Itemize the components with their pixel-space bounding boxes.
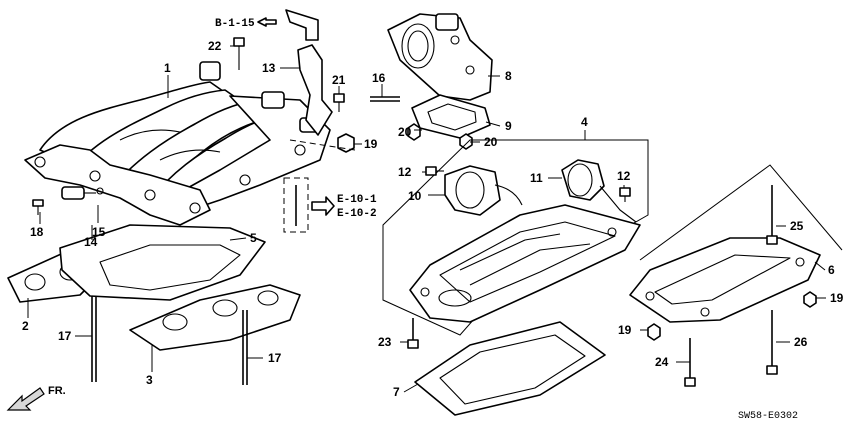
callout-2: 2 [22, 319, 29, 333]
bolt-12-right[interactable] [619, 187, 631, 202]
callout-6: 6 [828, 263, 835, 277]
stud-16[interactable] [370, 96, 400, 102]
sensor-assembly[interactable] [61, 186, 104, 200]
callouts: 1 22 13 21 19 16 8 9 20 20 15 14 18 5 2 … [22, 39, 844, 399]
gasket-3[interactable] [129, 284, 301, 351]
callout-25: 25 [790, 219, 804, 233]
callout-16: 16 [372, 71, 386, 85]
chamber-body[interactable] [409, 204, 641, 323]
callout-19c: 19 [618, 323, 632, 337]
callout-3: 3 [146, 373, 153, 387]
intake-manifold[interactable] [24, 61, 331, 226]
callout-12b: 12 [617, 169, 631, 183]
nut-19-right[interactable] [803, 291, 817, 308]
callout-10: 10 [408, 189, 422, 203]
bolt-23[interactable] [407, 318, 419, 349]
gasket-9[interactable] [411, 94, 491, 139]
actuator-10[interactable] [444, 165, 523, 216]
front-label: FR. [48, 385, 66, 397]
front-direction-arrow: FR. [6, 385, 66, 411]
callout-24: 24 [655, 355, 669, 369]
throttle-body[interactable] [387, 13, 493, 101]
callout-19a: 19 [364, 137, 378, 151]
bolt-21[interactable] [333, 93, 345, 112]
lower-plate[interactable] [629, 237, 821, 323]
plate-frame [639, 164, 843, 261]
callout-1: 1 [164, 61, 171, 75]
stud-17-right[interactable] [242, 310, 248, 385]
gasket-7[interactable] [414, 321, 606, 416]
callout-19b: 19 [830, 291, 844, 305]
stud-17-left[interactable] [91, 296, 97, 382]
callout-17a: 17 [58, 329, 72, 343]
callout-9: 9 [505, 119, 512, 133]
bolt-12-left[interactable] [425, 166, 444, 176]
callout-11: 11 [530, 171, 543, 185]
callout-4: 4 [581, 115, 588, 129]
nut-20-right[interactable] [459, 133, 473, 150]
nut-19-left[interactable] [647, 323, 661, 341]
bracket-13[interactable] [285, 9, 333, 136]
callout-12a: 12 [398, 165, 412, 179]
ref-side-1-label: E-10-1 [337, 194, 377, 206]
leader-lines [27, 45, 826, 393]
chamber-frame [382, 135, 649, 336]
bolt-25[interactable] [766, 185, 778, 245]
callout-8: 8 [505, 69, 512, 83]
bolt-26[interactable] [766, 310, 778, 375]
ref-arrow-top[interactable]: B-1-15 [215, 17, 277, 30]
callout-18: 18 [30, 225, 44, 239]
actuator-11[interactable] [561, 159, 637, 223]
nut-20-left[interactable] [407, 123, 421, 141]
stud-in-frame[interactable] [283, 177, 309, 233]
callout-20a: 20 [398, 125, 412, 139]
ref-arrow-side[interactable]: E-10-1 E-10-2 [311, 194, 377, 220]
callout-26: 26 [794, 335, 808, 349]
bolt-24[interactable] [684, 338, 696, 387]
callout-13: 13 [262, 61, 276, 75]
callout-21: 21 [332, 73, 346, 87]
callout-5: 5 [250, 231, 257, 245]
callout-22: 22 [208, 39, 222, 53]
ref-side-2-label: E-10-2 [337, 208, 377, 220]
diagram-code: SW58-E0302 [738, 411, 798, 422]
callout-20b: 20 [484, 135, 498, 149]
fr-arrow-icon [6, 387, 45, 411]
callout-23: 23 [378, 335, 392, 349]
callout-17b: 17 [268, 351, 282, 365]
bolt-18[interactable] [32, 199, 44, 215]
callout-14: 14 [84, 235, 98, 249]
ref-top-label: B-1-15 [215, 18, 255, 30]
gasket-5[interactable] [59, 224, 266, 301]
bolt-22[interactable] [233, 37, 245, 70]
callout-7: 7 [393, 385, 400, 399]
callout-15: 15 [92, 225, 106, 239]
